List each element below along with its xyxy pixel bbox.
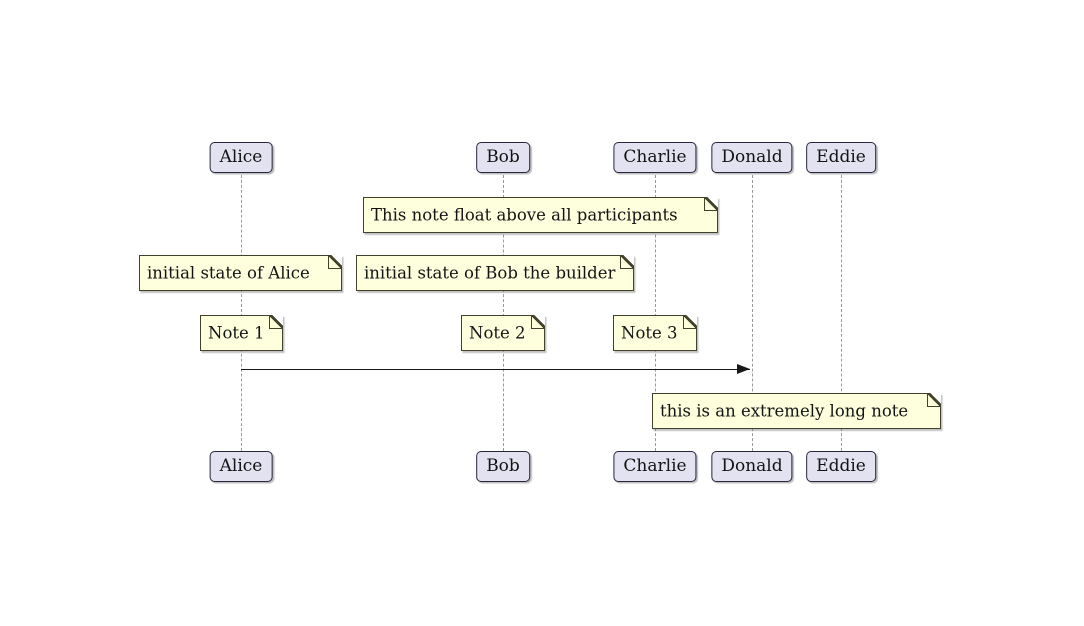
- lifeline-donald: [752, 175, 753, 451]
- participant-charlie-bottom: Charlie: [613, 451, 697, 482]
- note-initial-bob-text: initial state of Bob the builder: [364, 263, 616, 283]
- note-long-text: this is an extremely long note: [660, 401, 909, 421]
- participant-eddie-bottom: Eddie: [806, 451, 876, 482]
- note-1: Note 1: [200, 315, 283, 351]
- note-initial-bob: initial state of Bob the builder: [356, 255, 634, 291]
- lifeline-alice: [241, 175, 242, 451]
- note-fold-icon: [704, 197, 718, 211]
- note-fold-icon: [683, 315, 697, 329]
- lifeline-bob: [503, 175, 504, 451]
- note-fold-icon: [620, 255, 634, 269]
- participant-charlie-top: Charlie: [613, 142, 697, 173]
- note-initial-alice-text: initial state of Alice: [147, 263, 310, 283]
- note-3-text: Note 3: [621, 323, 678, 343]
- note-fold-icon: [328, 255, 342, 269]
- note-long: this is an extremely long note: [652, 393, 941, 429]
- participant-bob-bottom: Bob: [476, 451, 530, 482]
- participant-donald-bottom: Donald: [711, 451, 793, 482]
- note-fold-icon: [927, 393, 941, 407]
- note-3: Note 3: [613, 315, 697, 351]
- note-floating-text: This note float above all participants: [371, 205, 678, 225]
- lifeline-eddie: [841, 175, 842, 451]
- note-floating: This note float above all participants: [363, 197, 718, 233]
- lifeline-charlie: [655, 175, 656, 451]
- arrowhead-icon: [737, 363, 750, 374]
- participant-eddie-top: Eddie: [806, 142, 876, 173]
- participant-donald-top: Donald: [711, 142, 793, 173]
- note-2-text: Note 2: [469, 323, 526, 343]
- note-fold-icon: [531, 315, 545, 329]
- message-arrow-alice-to-donald: [241, 363, 750, 374]
- note-2: Note 2: [461, 315, 545, 351]
- note-fold-icon: [269, 315, 283, 329]
- note-1-text: Note 1: [208, 323, 265, 343]
- participant-alice-top: Alice: [209, 142, 273, 173]
- note-initial-alice: initial state of Alice: [139, 255, 342, 291]
- participant-alice-bottom: Alice: [209, 451, 273, 482]
- participant-bob-top: Bob: [476, 142, 530, 173]
